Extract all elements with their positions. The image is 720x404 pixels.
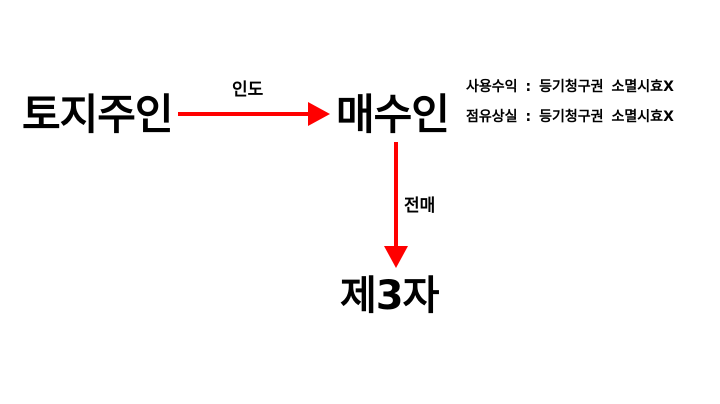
note-line-use: 사용수익 : 등기청구권 소멸시효X [466, 80, 674, 110]
resale-arrowhead [384, 246, 408, 268]
note-term: 사용수익 [466, 79, 518, 95]
note-term: 점유상실 [466, 109, 518, 125]
handover-arrowhead [308, 102, 330, 126]
buyer-notes: 사용수익 : 등기청구권 소멸시효X 점유상실 : 등기청구권 소멸시효X [466, 80, 674, 140]
edge-label-resale: 전매 [404, 196, 436, 216]
note-separator: : [525, 109, 532, 125]
note-status: 소멸시효X [611, 109, 674, 125]
note-line-possession-loss: 점유상실 : 등기청구권 소멸시효X [466, 110, 674, 140]
note-status: 소멸시효X [611, 79, 674, 95]
note-separator: : [525, 79, 532, 95]
node-buyer: 매수인 [336, 90, 450, 139]
node-land-owner: 토지주인 [22, 90, 174, 139]
node-third-party: 제3자 [340, 273, 439, 319]
note-claim: 등기청구권 [539, 109, 604, 125]
note-claim: 등기청구권 [539, 79, 604, 95]
edge-label-handover: 인도 [232, 80, 264, 100]
